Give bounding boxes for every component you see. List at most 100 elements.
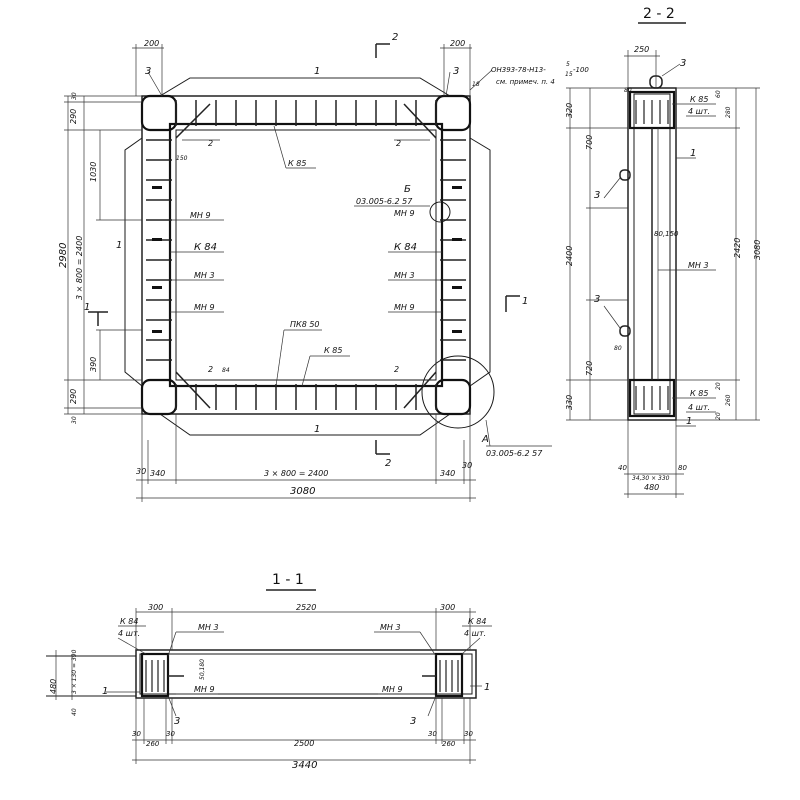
label-s11-mn9: МН 9 bbox=[382, 685, 403, 694]
label-plan-left_dims-0: 30 bbox=[71, 92, 78, 100]
label-plan-pos1: 1 bbox=[314, 424, 320, 435]
label-plan-note_line2: см. примеч. п. 4 bbox=[496, 78, 555, 86]
label-s22-dims_right-0: 2420 bbox=[733, 238, 742, 258]
label-s22-w480: 480 bbox=[644, 483, 659, 492]
label-s11-bottom_dims-6: 30 bbox=[464, 730, 473, 738]
label-s11-pos1: 1 bbox=[102, 686, 108, 697]
label-plan-mn3: МН 3 bbox=[194, 271, 215, 280]
label-plan-pos2: 2 bbox=[208, 365, 213, 374]
label-plan-left_dims-7: 30 bbox=[71, 416, 78, 424]
label-s11-left_dims-1: 3 × 130 = 390 bbox=[71, 649, 78, 694]
label-s11-bottom_dims-3: 2500 bbox=[294, 739, 314, 748]
label-plan-node_a_ref: 03.005-6.2 57 bbox=[486, 449, 543, 458]
label-s11-bottom_dims-4: 30 bbox=[428, 730, 437, 738]
label-plan-mn9: МН 9 bbox=[190, 211, 211, 220]
label-plan-pos1: 1 bbox=[116, 240, 122, 251]
label-plan-left_dims-2: 1030 bbox=[89, 162, 98, 182]
section-2-2-title: 2 - 2 bbox=[643, 6, 675, 22]
label-s22-qty: 4 шт. bbox=[688, 107, 710, 116]
label-s11-pos3: 3 bbox=[174, 716, 180, 727]
label-s11-mn3: МН 3 bbox=[198, 623, 219, 632]
label-s22-dims_right-2: 20 bbox=[715, 382, 722, 390]
label-s11-overall: 3440 bbox=[292, 760, 317, 771]
label-plan-mn3: МН 3 bbox=[394, 271, 415, 280]
label-plan-k85: К 85 bbox=[324, 346, 342, 355]
label-plan-top_left_w: 200 bbox=[144, 39, 159, 48]
label-s22-pos3: 3 bbox=[680, 58, 686, 69]
label-plan-dim_150: 150 bbox=[176, 155, 188, 162]
label-plan-pos2: 2 bbox=[208, 139, 213, 148]
label-s22-dims_left-1: 700 bbox=[585, 135, 594, 150]
label-s11-left_dims-0: 480 bbox=[49, 679, 58, 694]
label-s11-mn3: МН 3 bbox=[380, 623, 401, 632]
label-plan-left_dims-5: 390 bbox=[89, 357, 98, 372]
label-plan-node_b: Б bbox=[404, 184, 411, 195]
label-plan-bottom_dims-0: 30 bbox=[136, 467, 146, 476]
label-plan-note_frac_top: 5 bbox=[566, 61, 570, 68]
label-cut_marks-c1: 1 bbox=[522, 296, 528, 307]
label-plan-left_dims-4: 3 × 800 = 2400 bbox=[75, 236, 84, 300]
label-plan-bottom_dims-4: 30 bbox=[462, 461, 472, 470]
label-plan-mn9: МН 9 bbox=[394, 209, 415, 218]
label-s11-mn9: МН 9 bbox=[194, 685, 215, 694]
label-s11-dim_5080: 50,180 bbox=[199, 659, 206, 680]
label-s22-dims_right-1: 3080 bbox=[753, 240, 762, 260]
label-s22-dims_left-3: 720 bbox=[585, 361, 594, 376]
label-s11-pos3: 3 bbox=[410, 716, 416, 727]
label-s22-mn3: МН 3 bbox=[688, 261, 709, 270]
label-plan-pos1: 1 bbox=[314, 66, 320, 77]
label-s22-dims_left-0: 320 bbox=[565, 103, 574, 118]
label-plan-overall_w: 3080 bbox=[290, 486, 315, 497]
label-plan-pos3: 3 bbox=[145, 66, 151, 77]
s22-dim-80-top: 80 bbox=[624, 87, 632, 94]
section-2-2: 250 3 3 3 1 bbox=[565, 45, 762, 498]
label-plan-left_dims-6: 290 bbox=[69, 389, 78, 404]
label-s22-k85: К 85 bbox=[690, 95, 708, 104]
label-s22-pos1: 1 bbox=[686, 416, 692, 427]
label-plan-pos2: 2 bbox=[394, 365, 399, 374]
label-s22-dims_right-4: 20 bbox=[715, 412, 722, 420]
label-s22-bottom-0: 40 bbox=[618, 464, 627, 472]
label-s22-right_dims-1: 60 bbox=[715, 90, 722, 98]
label-s11-k84: К 84 bbox=[468, 617, 486, 626]
label-s11-qty: 4 шт. bbox=[118, 629, 140, 638]
label-plan-left_dims-3: 2980 bbox=[58, 243, 69, 268]
label-s11-left_dims-2: 40 bbox=[71, 708, 78, 716]
label-plan-k84: К 84 bbox=[194, 242, 217, 253]
section-1-1-title: 1 - 1 bbox=[272, 572, 304, 588]
label-plan-pos18: 18 bbox=[472, 81, 480, 88]
plan-view: 3 3 200 200 1 1 2 2 1 1 18 ОН393-78-Н bbox=[58, 32, 589, 502]
label-plan-mn9: МН 9 bbox=[194, 303, 215, 312]
label-s22-dims_left-4: 330 bbox=[565, 395, 574, 410]
label-s11-top_dims-1: 2520 bbox=[296, 603, 316, 612]
label-s11-qty: 4 шт. bbox=[464, 629, 486, 638]
label-plan-node_b_ref: 03.005-6.2 57 bbox=[356, 197, 413, 206]
label-s11-bottom_dims-2: 30 bbox=[166, 730, 175, 738]
s22-dim-80-small: 80 bbox=[614, 345, 622, 352]
section-1-1: 1 - 1 300 2520 300 К 84 bbox=[46, 572, 492, 771]
label-plan-pos2: 2 bbox=[396, 139, 401, 148]
label-s22-dim_80_150: 80,150 bbox=[654, 230, 679, 238]
label-s11-bottom_dims-0: 30 bbox=[132, 730, 141, 738]
label-plan-pk850: ПК8 50 bbox=[290, 320, 320, 329]
label-s22-top_w: 250 bbox=[634, 45, 649, 54]
label-s11-top_dims-2: 300 bbox=[440, 603, 455, 612]
label-s22-dims_right-3: 260 bbox=[725, 394, 732, 406]
label-s22-pos3: 3 bbox=[594, 294, 600, 305]
label-plan-note_frac_bottom: 15 bbox=[565, 71, 573, 78]
label-plan-pos3: 3 bbox=[453, 66, 459, 77]
label-plan-top_right_w: 200 bbox=[450, 39, 465, 48]
label-plan-bottom_dims-3: 340 bbox=[440, 469, 455, 478]
label-plan-note_after_frac: -100 bbox=[573, 66, 589, 74]
label-cut_marks-c1: 1 bbox=[84, 302, 90, 313]
label-cut_marks-c2: 2 bbox=[385, 458, 391, 469]
label-s22-pos3: 3 bbox=[594, 190, 600, 201]
label-s22-right_dims-0: 280 bbox=[725, 106, 732, 118]
label-s11-bottom_dims-5: 260 bbox=[442, 740, 456, 748]
label-s22-bottom-2: 80 bbox=[678, 464, 687, 472]
label-s11-pos1: 1 bbox=[484, 682, 490, 693]
label-plan-mn9: МН 9 bbox=[394, 303, 415, 312]
label-plan-bottom_dims-2: 3 × 800 = 2400 bbox=[264, 469, 328, 478]
label-plan-bottom_dims-1: 340 bbox=[150, 469, 165, 478]
